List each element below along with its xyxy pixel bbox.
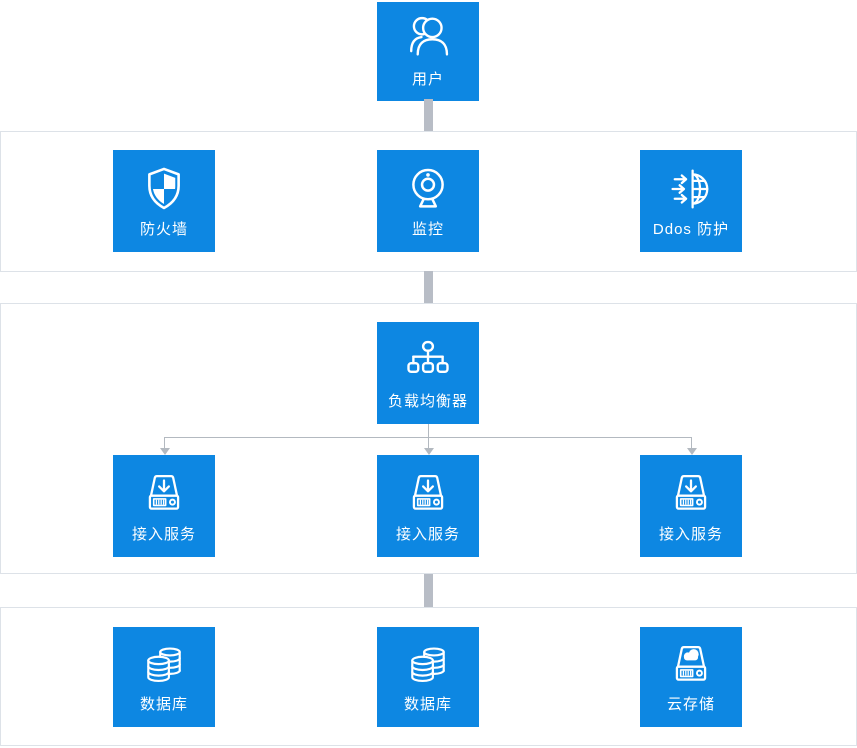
connector-app-storage (424, 574, 433, 607)
arrow-down-icon (160, 448, 170, 455)
node-monitor: 监控 (377, 150, 479, 252)
cloud-drive-icon (640, 639, 742, 691)
shield-icon (113, 163, 215, 215)
node-label: 负载均衡器 (387, 393, 468, 410)
branch-drop-line-center (428, 437, 429, 449)
webcam-icon (377, 163, 479, 215)
arrow-down-icon (424, 448, 434, 455)
branch-stub-line (428, 424, 429, 437)
node-user: 用户 (377, 2, 479, 101)
node-access-service-1: 接入服务 (113, 455, 215, 557)
node-cloud-storage: 云存储 (640, 627, 742, 727)
branch-drop-line-left (164, 437, 165, 449)
node-ddos: Ddos 防护 (640, 150, 742, 252)
sitemap-icon (377, 335, 479, 387)
connector-security-app (424, 271, 433, 303)
server-download-icon (640, 468, 742, 520)
connector-user-security (424, 99, 433, 131)
node-label: 接入服务 (131, 526, 196, 543)
node-access-service-3: 接入服务 (640, 455, 742, 557)
node-database-1: 数据库 (113, 627, 215, 727)
ddos-globe-icon (640, 163, 742, 215)
node-label: 监控 (411, 221, 444, 238)
node-database-2: 数据库 (377, 627, 479, 727)
node-label: 防火墙 (139, 221, 188, 238)
node-access-service-2: 接入服务 (377, 455, 479, 557)
node-label: 数据库 (403, 696, 452, 713)
node-label: 接入服务 (658, 526, 723, 543)
database-icon (377, 639, 479, 691)
server-download-icon (113, 468, 215, 520)
node-label: 云存储 (666, 696, 715, 713)
server-download-icon (377, 468, 479, 520)
node-load-balancer: 负载均衡器 (377, 322, 479, 424)
node-label: 用户 (411, 71, 444, 88)
node-label: 接入服务 (395, 526, 460, 543)
arrow-down-icon (687, 448, 697, 455)
database-icon (113, 639, 215, 691)
branch-drop-line-right (691, 437, 692, 449)
node-label: Ddos 防护 (652, 221, 730, 238)
node-label: 数据库 (139, 696, 188, 713)
node-firewall: 防火墙 (113, 150, 215, 252)
users-icon (377, 10, 479, 62)
